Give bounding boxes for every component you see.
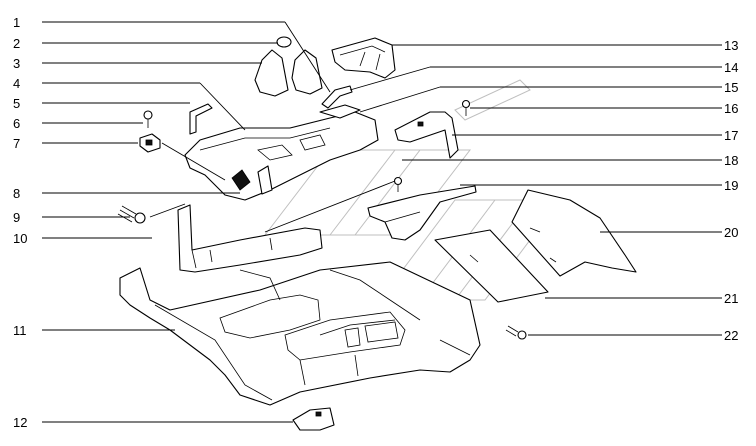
trunk-mat — [511, 189, 637, 277]
callout-19: 19 — [724, 178, 738, 193]
callout-2: 2 — [13, 36, 20, 51]
callout-15: 15 — [724, 80, 738, 95]
callout-21: 21 — [724, 291, 738, 306]
floor-carpet — [119, 261, 481, 406]
callout-20: 20 — [724, 225, 738, 240]
callouts-right: 13 14 15 16 17 18 19 20 21 22 — [724, 38, 738, 343]
callout-12: 12 — [13, 415, 27, 430]
console-shell — [184, 104, 379, 201]
screw-9 — [117, 205, 146, 224]
rear-floor-mat — [434, 229, 549, 303]
screw-22 — [505, 325, 527, 340]
callout-8: 8 — [13, 186, 20, 201]
callout-16: 16 — [724, 101, 738, 116]
gaiter-boots — [254, 49, 323, 97]
callout-9: 9 — [13, 210, 20, 225]
callout-7: 7 — [13, 136, 20, 151]
left-side-trim — [177, 204, 323, 273]
rear-tunnel-trim — [367, 185, 477, 241]
screw-18 — [393, 176, 403, 192]
clamp-ring — [276, 36, 292, 48]
callout-10: 10 — [13, 231, 27, 246]
callout-1: 1 — [13, 15, 20, 30]
callouts-left: 1 2 3 4 5 6 7 8 9 10 11 12 — [13, 15, 27, 430]
callout-18: 18 — [724, 153, 738, 168]
screw-16 — [461, 99, 471, 116]
callout-4: 4 — [13, 76, 20, 91]
clip-nut — [139, 133, 161, 153]
screw-6 — [143, 110, 153, 128]
armrest-lid — [331, 37, 396, 79]
tunnel-bracket — [292, 407, 335, 431]
callout-6: 6 — [13, 116, 20, 131]
callout-22: 22 — [724, 328, 738, 343]
callout-11: 11 — [13, 323, 27, 338]
seal-strip — [321, 85, 353, 109]
callout-17: 17 — [724, 128, 738, 143]
callout-14: 14 — [724, 60, 738, 75]
callout-13: 13 — [724, 38, 738, 53]
leader-lines-left — [42, 21, 331, 423]
callout-5: 5 — [13, 96, 20, 111]
leader-lines-right — [264, 44, 722, 336]
callout-3: 3 — [13, 56, 20, 71]
rear-bracket — [394, 111, 459, 159]
mounting-bracket — [189, 103, 213, 135]
